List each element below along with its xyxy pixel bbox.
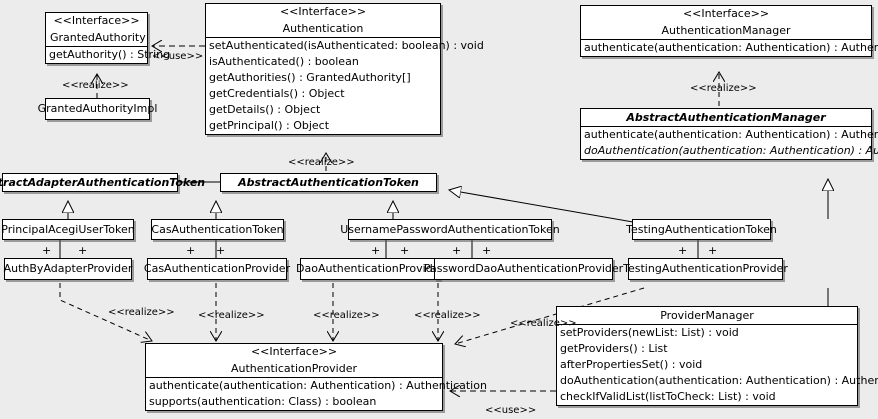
stereotype-label: <<Interface>> bbox=[279, 5, 367, 18]
stereotype-label: <<Interface>> bbox=[682, 7, 770, 20]
assoc-marker-plus: + bbox=[678, 244, 688, 257]
method-item: setAuthenticated(isAuthenticated: boolea… bbox=[209, 39, 484, 52]
method-item: afterPropertiesSet() : void bbox=[560, 358, 703, 371]
class-abstract-adapter-authentication-token[interactable]: AbstractAdapterAuthenticationToken bbox=[0, 173, 205, 192]
edge-label-realize-granted-authority-impl: <<realize>> bbox=[62, 80, 129, 91]
edge-label-use-granted-authority: <<use>> bbox=[152, 51, 204, 62]
class-name: Authentication bbox=[282, 22, 364, 35]
method-item: getPrincipal() : Object bbox=[209, 119, 330, 132]
class-testing-authentication-token[interactable]: TestingAuthenticationToken bbox=[626, 219, 777, 240]
class-name: DaoAuthenticationProvider bbox=[296, 262, 444, 275]
method-item: getAuthority() : String bbox=[49, 48, 171, 61]
class-name: AuthenticationManager bbox=[661, 24, 791, 37]
method-item: supports(authentication: Class) : boolea… bbox=[149, 395, 377, 408]
class-abstract-authentication-token[interactable]: AbstractAuthenticationToken bbox=[220, 173, 437, 192]
divider bbox=[146, 377, 442, 378]
class-name: CasAuthenticationToken bbox=[151, 222, 284, 236]
class-header: ProviderManager bbox=[557, 307, 857, 324]
assoc-marker-plus: + bbox=[42, 244, 52, 257]
class-name: GrantedAuthorityImpl bbox=[37, 102, 158, 115]
method-item: setProviders(newList: List) : void bbox=[560, 326, 739, 339]
class-authentication-provider[interactable]: <<Interface>> AuthenticationProvider aut… bbox=[145, 343, 487, 411]
class-name: AbstractAdapterAuthenticationToken bbox=[0, 175, 206, 189]
class-name: TestingAuthenticationToken bbox=[626, 222, 777, 236]
class-name: AbstractAuthenticationToken bbox=[238, 175, 419, 189]
class-header: <<Interface>> Authentication bbox=[206, 4, 440, 37]
assoc-marker-plus: + bbox=[452, 244, 462, 257]
class-principal-acegi-user-token[interactable]: PrincipalAcegiUserToken bbox=[1, 219, 135, 240]
class-name: CasAuthenticationProvider bbox=[143, 262, 291, 275]
class-header: <<Interface>> GrantedAuthority bbox=[46, 13, 147, 46]
class-name: TestingAuthenticationProvider bbox=[623, 262, 788, 275]
divider bbox=[581, 126, 871, 127]
class-dao-authentication-provider[interactable]: DaoAuthenticationProvider bbox=[296, 258, 444, 280]
class-cas-authentication-token[interactable]: CasAuthenticationToken bbox=[151, 219, 284, 240]
method-item: authenticate(authentication: Authenticat… bbox=[584, 41, 878, 54]
method-item: getAuthorities() : GrantedAuthority[] bbox=[209, 71, 411, 84]
assoc-marker-plus: + bbox=[708, 244, 718, 257]
class-cas-authentication-provider[interactable]: CasAuthenticationProvider bbox=[143, 258, 291, 280]
class-auth-by-adapter-provider[interactable]: AuthByAdapterProvider bbox=[4, 258, 132, 280]
method-compartment: authenticate(authentication: Authenticat… bbox=[146, 378, 487, 410]
method-compartment: getAuthority() : String bbox=[46, 47, 171, 63]
method-item: authenticate(authentication: Authenticat… bbox=[584, 128, 878, 141]
divider bbox=[581, 39, 871, 40]
stereotype-label: <<Interface>> bbox=[53, 14, 140, 27]
stereotype-label: <<Interface>> bbox=[250, 345, 338, 358]
method-item: getProviders() : List bbox=[560, 342, 668, 355]
method-compartment: setAuthenticated(isAuthenticated: boolea… bbox=[206, 38, 484, 134]
class-name: AuthenticationProvider bbox=[230, 362, 358, 375]
class-authentication[interactable]: <<Interface>> Authentication setAuthenti… bbox=[205, 3, 484, 135]
class-password-dao-authentication-provider[interactable]: PasswordDaoAuthenticationProvider bbox=[424, 258, 623, 280]
method-compartment: authenticate(authentication: Authenticat… bbox=[581, 40, 878, 56]
class-authentication-manager[interactable]: <<Interface>> AuthenticationManager auth… bbox=[580, 5, 878, 57]
edge-label-realize-abstract-auth-manager: <<realize>> bbox=[690, 83, 757, 94]
assoc-marker-plus: + bbox=[400, 244, 410, 257]
divider bbox=[557, 324, 857, 325]
assoc-marker-plus: + bbox=[216, 244, 226, 257]
class-name: PasswordDaoAuthenticationProvider bbox=[423, 262, 624, 275]
divider bbox=[46, 46, 147, 47]
class-name: ProviderManager bbox=[660, 309, 754, 322]
method-compartment: authenticate(authentication: Authenticat… bbox=[581, 127, 878, 159]
edge-label-realize-cas-provider: <<realize>> bbox=[198, 310, 265, 321]
edge-label-realize-auth-by-adapter: <<realize>> bbox=[108, 307, 175, 318]
method-item: getCredentials() : Object bbox=[209, 87, 345, 100]
class-granted-authority-impl[interactable]: GrantedAuthorityImpl bbox=[38, 98, 157, 120]
edge-label-realize-testing-provider: <<realize>> bbox=[510, 318, 577, 329]
class-name: GrantedAuthority bbox=[50, 31, 146, 44]
assoc-marker-plus: + bbox=[186, 244, 196, 257]
class-header: <<Interface>> AuthenticationProvider bbox=[146, 344, 442, 377]
class-name: AbstractAuthenticationManager bbox=[626, 111, 826, 124]
method-item: doAuthentication(authentication: Authent… bbox=[560, 374, 878, 387]
edge-label-realize-abstract-auth-token: <<realize>> bbox=[288, 157, 355, 168]
class-header: AbstractAuthenticationManager bbox=[581, 109, 871, 126]
class-abstract-authentication-manager[interactable]: AbstractAuthenticationManager authentica… bbox=[580, 108, 878, 160]
class-header: <<Interface>> AuthenticationManager bbox=[581, 6, 871, 39]
assoc-marker-plus: + bbox=[371, 244, 381, 257]
method-item: getDetails() : Object bbox=[209, 103, 321, 116]
method-item-abstract: doAuthentication(authentication: Authent… bbox=[584, 144, 878, 157]
class-testing-authentication-provider[interactable]: TestingAuthenticationProvider bbox=[623, 258, 788, 280]
class-provider-manager[interactable]: ProviderManager setProviders(newList: Li… bbox=[556, 306, 878, 406]
method-item: isAuthenticated() : boolean bbox=[209, 55, 359, 68]
edge-label-use-provider-manager: <<use>> bbox=[485, 405, 537, 416]
edge-label-realize-password-dao-provider: <<realize>> bbox=[414, 310, 481, 321]
divider bbox=[206, 37, 440, 38]
method-compartment: setProviders(newList: List) : void getPr… bbox=[557, 325, 878, 405]
class-name: PrincipalAcegiUserToken bbox=[1, 222, 135, 236]
assoc-marker-plus: + bbox=[78, 244, 88, 257]
edge-label-realize-dao-provider: <<realize>> bbox=[313, 310, 380, 321]
class-name: UsernamePasswordAuthenticationToken bbox=[340, 222, 560, 236]
method-item: checkIfValidList(listToCheck: List) : vo… bbox=[560, 390, 776, 403]
class-name: AuthByAdapterProvider bbox=[3, 262, 133, 275]
method-item: authenticate(authentication: Authenticat… bbox=[149, 379, 487, 392]
class-username-password-authentication-token[interactable]: UsernamePasswordAuthenticationToken bbox=[340, 219, 560, 240]
assoc-marker-plus: + bbox=[482, 244, 492, 257]
class-granted-authority[interactable]: <<Interface>> GrantedAuthority getAuthor… bbox=[45, 12, 171, 64]
